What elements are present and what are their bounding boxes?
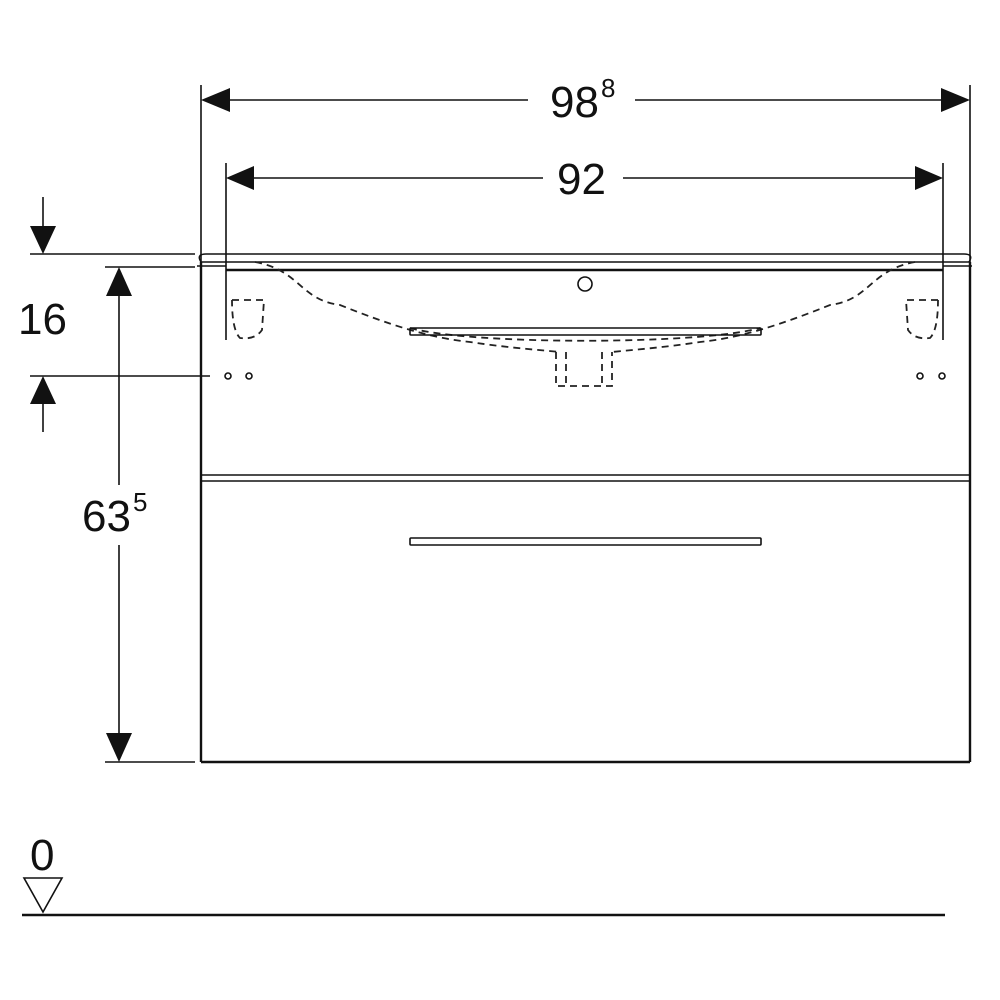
arrow-right-icon — [915, 166, 943, 190]
basin-height-label: 16 — [18, 295, 67, 344]
total-height-label: 63 — [82, 492, 131, 541]
mounting-hole-icon — [938, 372, 946, 380]
overall-width-superscript: 8 — [601, 73, 615, 103]
arrow-left-icon — [201, 88, 230, 112]
mounting-hole-icon — [224, 372, 232, 380]
overall-width-dimension: 988 — [200, 73, 971, 262]
arrow-left-icon — [226, 166, 254, 190]
arrow-down-icon — [30, 226, 56, 254]
arrow-up-icon — [30, 376, 56, 404]
basin-height-dimension: 16 — [18, 197, 210, 432]
svg-text:92: 92 — [557, 155, 606, 204]
basin-width-label: 92 — [557, 155, 606, 204]
level-triangle-icon — [22, 877, 64, 914]
svg-text:988: 988 — [550, 73, 615, 127]
overall-width-label: 98 — [550, 78, 599, 127]
mounting-hole-icon — [245, 372, 253, 380]
cabinet-body — [199, 262, 972, 764]
total-height-dimension: 635 — [82, 266, 195, 763]
arrow-right-icon — [941, 88, 970, 112]
floor-level-marker: 0 — [22, 831, 945, 917]
basin-width-dimension: 92 — [225, 155, 944, 340]
total-height-superscript: 5 — [133, 487, 147, 517]
drawer-handle — [409, 537, 762, 546]
basin-top — [197, 253, 972, 292]
svg-text:16: 16 — [18, 295, 67, 344]
basin-bowl-hidden — [224, 261, 946, 387]
tap-hole-icon — [577, 276, 593, 292]
arrow-down-icon — [106, 733, 132, 762]
svg-text:635: 635 — [82, 487, 147, 541]
floor-level-label: 0 — [30, 831, 54, 880]
svg-text:0: 0 — [30, 831, 54, 880]
mounting-hole-icon — [916, 372, 924, 380]
arrow-up-icon — [106, 267, 132, 296]
upper-handle — [409, 327, 762, 336]
